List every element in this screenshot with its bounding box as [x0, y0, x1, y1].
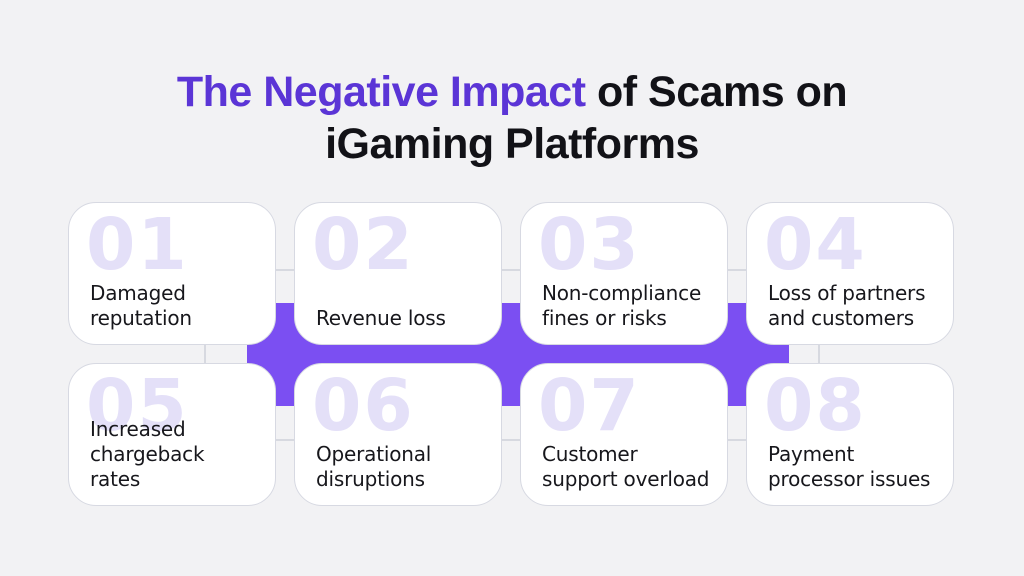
card-number: 08 [764, 364, 867, 447]
connector-divider [502, 269, 520, 271]
card-label: Customer support overload [542, 442, 710, 491]
title-highlight: The Negative Impact [176, 68, 597, 116]
connector-divider [502, 439, 520, 441]
card-04: 04 Loss of partners and customers [746, 202, 954, 345]
card-05: 05 Increased chargeback rates [68, 363, 276, 506]
card-label: Revenue loss [316, 306, 446, 330]
connector-divider [204, 345, 206, 363]
card-label: Payment processor issues [768, 442, 931, 491]
connector-divider [276, 269, 294, 271]
card-02: 02 Revenue loss [294, 202, 502, 345]
card-03: 03 Non-compliance fines or risks [520, 202, 728, 345]
card-08: 08 Payment processor issues [746, 363, 954, 506]
card-number: 05 [86, 364, 189, 447]
page-title: The Negative Impact of Scams on iGaming … [102, 66, 922, 171]
title-rest: of Scams on iGaming Platforms [325, 68, 848, 169]
card-number: 07 [538, 364, 641, 447]
card-number: 02 [312, 203, 415, 286]
connector-divider [818, 345, 820, 363]
card-number: 01 [86, 203, 189, 286]
card-label: Increased chargeback rates [90, 417, 205, 491]
card-number: 03 [538, 203, 641, 286]
card-01: 01 Damaged reputation [68, 202, 276, 345]
card-label: Non-compliance fines or risks [542, 281, 702, 330]
card-number: 06 [312, 364, 415, 447]
card-07: 07 Customer support overload [520, 363, 728, 506]
connector-divider [276, 439, 294, 441]
connector-divider [728, 269, 746, 271]
card-label: Operational disruptions [316, 442, 432, 491]
card-06: 06 Operational disruptions [294, 363, 502, 506]
card-label: Loss of partners and customers [768, 281, 926, 330]
card-number: 04 [764, 203, 867, 286]
card-label: Damaged reputation [90, 281, 192, 330]
connector-divider [728, 439, 746, 441]
